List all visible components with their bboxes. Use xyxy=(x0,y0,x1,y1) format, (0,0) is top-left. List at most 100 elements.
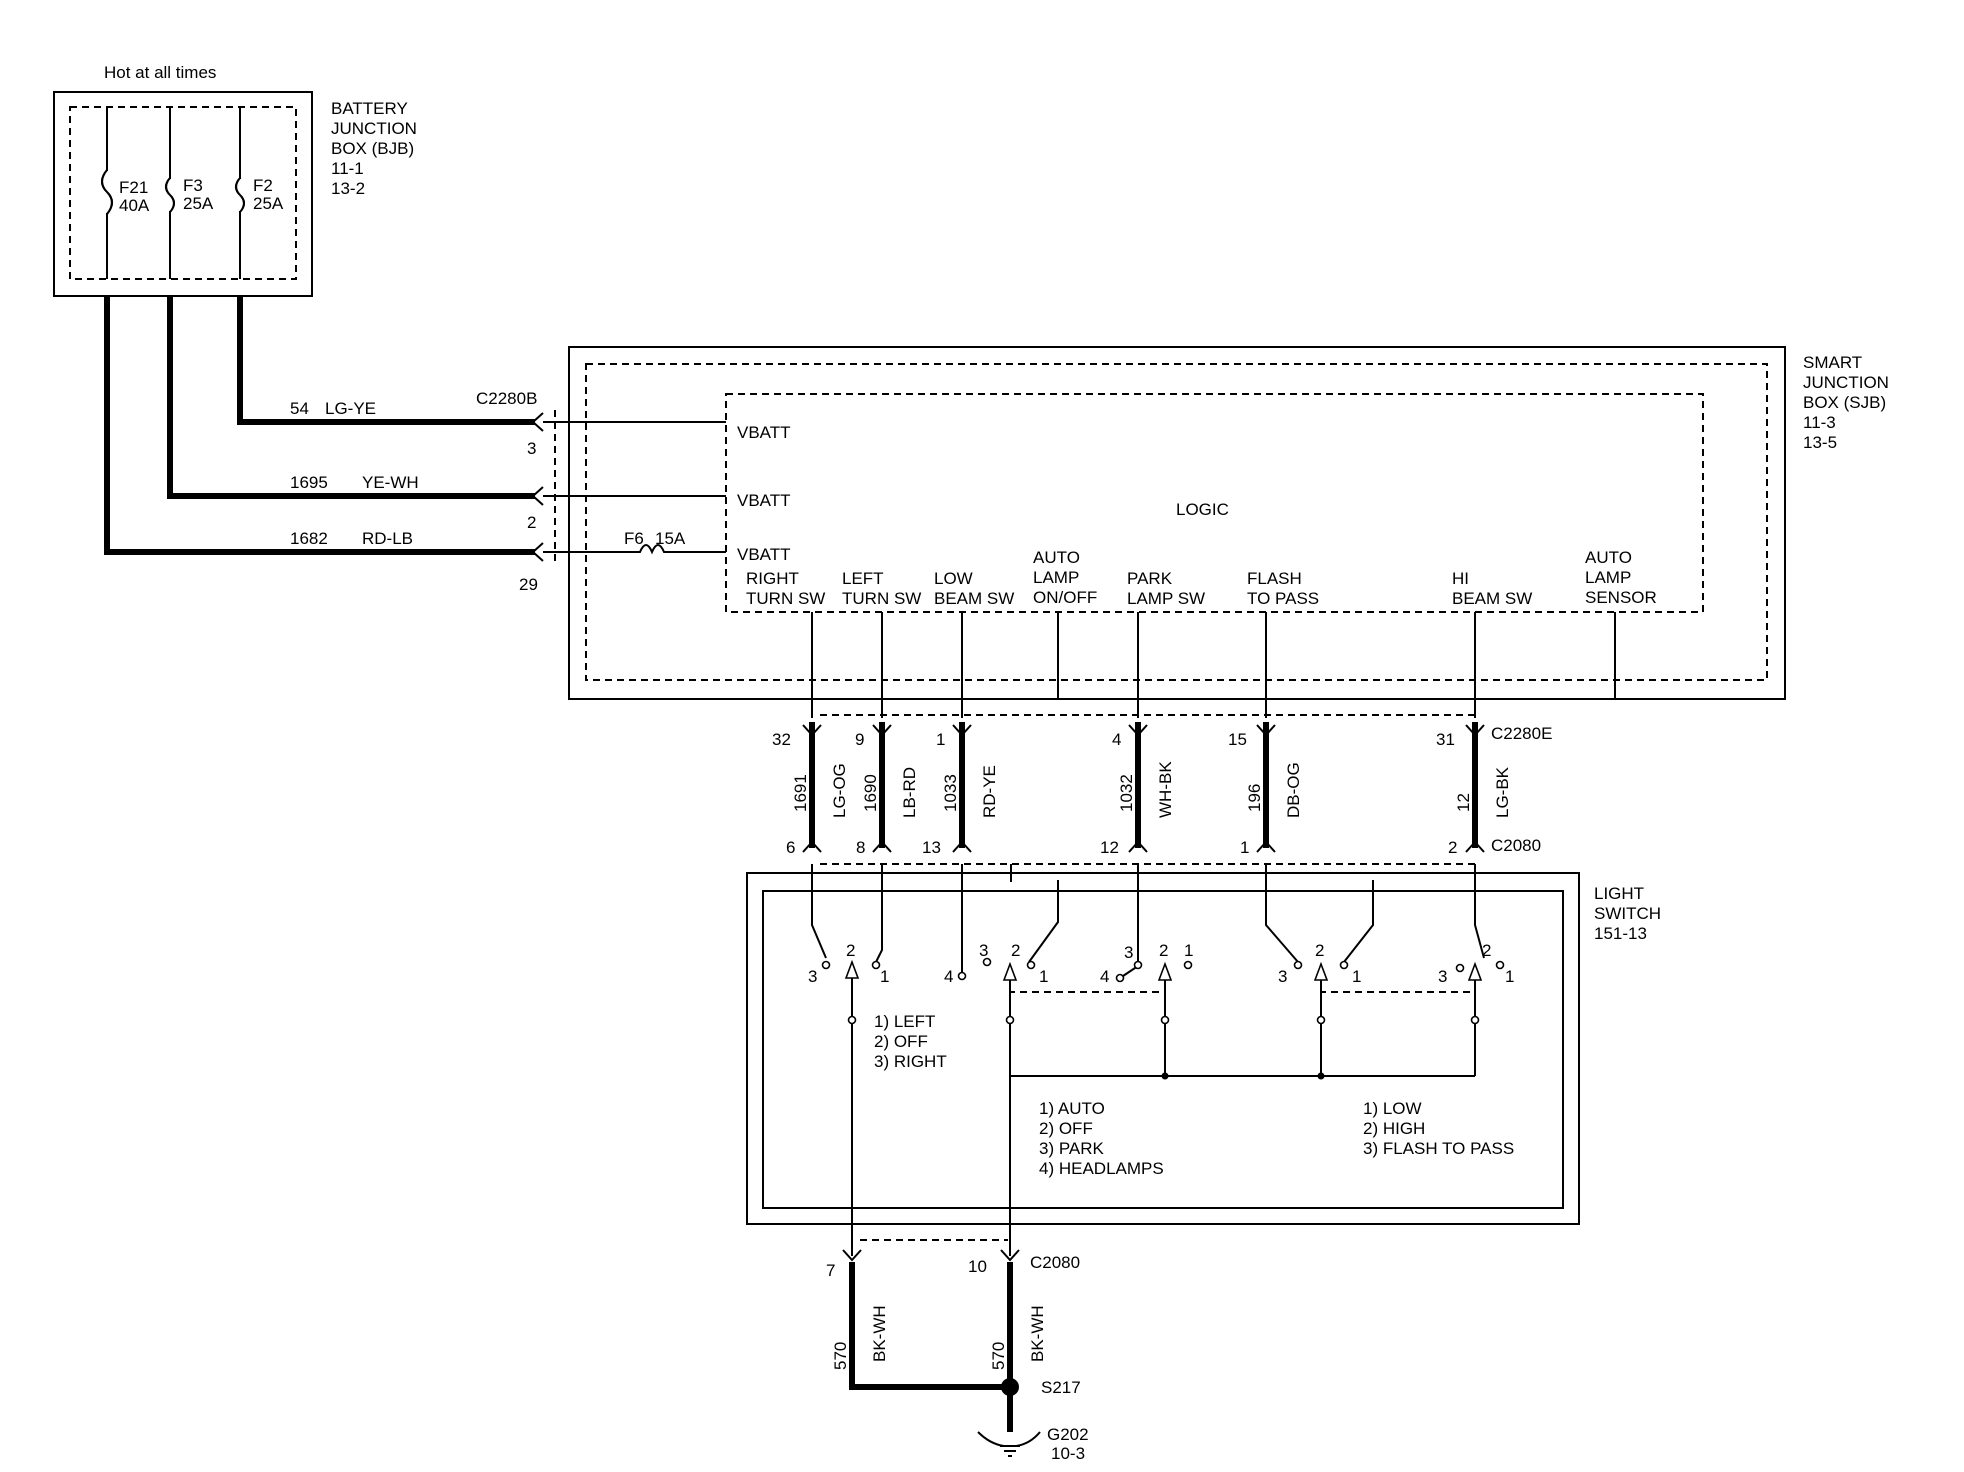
c2280b-label: C2280B xyxy=(476,389,537,408)
vbatt-3-trace xyxy=(543,544,726,555)
bjb-inner-box xyxy=(69,106,297,280)
pin-top-4: 4 xyxy=(1112,730,1121,749)
input-auto-lamp-sensor: AUTO LAMP SENSOR xyxy=(1585,548,1657,607)
turn-switch: 3 2 1 xyxy=(808,941,889,1256)
wire-54-circuit: 54 xyxy=(290,399,309,418)
wire-1033-circuit: 1033 xyxy=(941,774,960,812)
c2280e-label: C2280E xyxy=(1491,724,1552,743)
wire-1695-color: YE-WH xyxy=(362,473,419,492)
svg-text:3) RIGHT: 3) RIGHT xyxy=(874,1052,947,1071)
pin-bottom-8: 8 xyxy=(856,838,865,857)
svg-text:JUNCTION: JUNCTION xyxy=(331,119,417,138)
c2080-top-label: C2080 xyxy=(1491,836,1541,855)
wire-570-right-circuit: 570 xyxy=(989,1342,1008,1370)
wire-1032-color: WH-BK xyxy=(1156,761,1175,818)
svg-text:11-1: 11-1 xyxy=(331,159,364,178)
bjb-label: BATTERY JUNCTION BOX (BJB) 11-1 13-2 xyxy=(331,99,417,198)
harness-thick-wires xyxy=(809,722,1478,848)
svg-text:2: 2 xyxy=(846,941,855,960)
beam-switch-legend: 1) LOW 2) HIGH 3) FLASH TO PASS xyxy=(1363,1099,1514,1158)
wire-1690-circuit: 1690 xyxy=(861,774,880,812)
pin-top-9: 9 xyxy=(855,730,864,749)
svg-text:1: 1 xyxy=(1039,967,1048,986)
input-low-beam-sw: LOW BEAM SW xyxy=(934,569,1014,608)
svg-text:LEFT: LEFT xyxy=(842,569,884,588)
switch-mechanical-links xyxy=(1009,990,1476,993)
fuse-f2-label: F2 25A xyxy=(253,176,284,213)
svg-text:AUTO: AUTO xyxy=(1033,548,1080,567)
svg-text:13-5: 13-5 xyxy=(1803,433,1837,452)
wire-1682-color: RD-LB xyxy=(362,529,413,548)
svg-text:F21: F21 xyxy=(119,178,148,197)
ground-g202-label: G202 xyxy=(1047,1425,1089,1444)
wire-1033-color: RD-YE xyxy=(980,765,999,818)
pin-bottom-13: 13 xyxy=(922,838,941,857)
bjb-outer-box xyxy=(53,91,313,297)
svg-text:4: 4 xyxy=(1100,967,1109,986)
svg-text:25A: 25A xyxy=(253,194,284,213)
svg-text:1) LEFT: 1) LEFT xyxy=(874,1012,935,1031)
lamp-switch: 4 3 2 1 xyxy=(944,941,1048,1025)
input-flash-to-pass: FLASH TO PASS xyxy=(1247,569,1319,608)
svg-text:25A: 25A xyxy=(183,194,214,213)
wire-570-left xyxy=(849,1262,1010,1390)
c2080-bottom-label: C2080 xyxy=(1030,1253,1080,1272)
svg-text:HI: HI xyxy=(1452,569,1469,588)
svg-text:LAMP: LAMP xyxy=(1033,568,1079,587)
wire-1691-color: LG-OG xyxy=(830,763,849,818)
svg-text:BOX (SJB): BOX (SJB) xyxy=(1803,393,1886,412)
pin-bottom-1: 1 xyxy=(1240,838,1249,857)
wire-1695-circuit: 1695 xyxy=(290,473,328,492)
c2280b-connector xyxy=(531,410,556,565)
svg-text:F2: F2 xyxy=(253,176,273,195)
wire-1695-ye-wh xyxy=(167,296,535,499)
wire-570-right-color: BK-WH xyxy=(1028,1305,1047,1362)
svg-text:4) HEADLAMPS: 4) HEADLAMPS xyxy=(1039,1159,1164,1178)
switch-ground-bus xyxy=(1009,1024,1476,1256)
svg-text:3: 3 xyxy=(808,967,817,986)
svg-text:SENSOR: SENSOR xyxy=(1585,588,1657,607)
svg-text:TO PASS: TO PASS xyxy=(1247,589,1319,608)
svg-text:151-13: 151-13 xyxy=(1594,924,1647,943)
svg-text:3: 3 xyxy=(1278,967,1287,986)
vbatt-3-label: VBATT xyxy=(737,545,791,564)
input-park-lamp-sw: PARK LAMP SW xyxy=(1127,569,1205,608)
wire-1690-color: LB-RD xyxy=(900,767,919,818)
pin-top-15: 15 xyxy=(1228,730,1247,749)
svg-text:2: 2 xyxy=(1011,941,1020,960)
wire-1682-circuit: 1682 xyxy=(290,529,328,548)
svg-text:3) PARK: 3) PARK xyxy=(1039,1139,1105,1158)
svg-text:PARK: PARK xyxy=(1127,569,1173,588)
lamp-switch-legend: 1) AUTO 2) OFF 3) PARK 4) HEADLAMPS xyxy=(1039,1099,1164,1178)
svg-text:2) HIGH: 2) HIGH xyxy=(1363,1119,1425,1138)
c2280b-pin-2: 2 xyxy=(527,513,536,532)
splice-s217-dot xyxy=(1001,1378,1019,1396)
svg-text:TURN SW: TURN SW xyxy=(842,589,921,608)
c2280e-chevrons xyxy=(802,724,1485,737)
wire-12-circuit: 12 xyxy=(1454,793,1473,812)
svg-text:4: 4 xyxy=(944,967,953,986)
light-switch-label: LIGHT SWITCH 151-13 xyxy=(1594,884,1661,943)
svg-text:F3: F3 xyxy=(183,176,203,195)
c2280b-pin-3: 3 xyxy=(527,439,536,458)
hi-beam-switch: 3 2 1 xyxy=(1438,941,1514,1025)
input-hi-beam-sw: HI BEAM SW xyxy=(1452,569,1532,608)
pin-top-32: 32 xyxy=(772,730,791,749)
svg-text:3) FLASH TO PASS: 3) FLASH TO PASS xyxy=(1363,1139,1514,1158)
svg-text:ON/OFF: ON/OFF xyxy=(1033,588,1097,607)
svg-text:2: 2 xyxy=(1159,941,1168,960)
wire-196-color: DB-OG xyxy=(1284,762,1303,818)
splice-s217-label: S217 xyxy=(1041,1378,1081,1397)
sjb-label: SMART JUNCTION BOX (SJB) 11-3 13-5 xyxy=(1803,353,1889,452)
fuse-f21-label: F21 40A xyxy=(119,178,150,215)
svg-text:3: 3 xyxy=(1438,967,1447,986)
svg-text:SWITCH: SWITCH xyxy=(1594,904,1661,923)
wire-12-color: LG-BK xyxy=(1493,766,1512,818)
fuse-f6-name: F6 xyxy=(624,529,644,548)
park-switch: 4 3 2 1 xyxy=(1100,941,1193,1025)
svg-text:2) OFF: 2) OFF xyxy=(1039,1119,1093,1138)
c2080-top-chevrons xyxy=(802,840,1485,853)
wire-570-left-circuit: 570 xyxy=(831,1342,850,1370)
pin-top-31: 31 xyxy=(1436,730,1455,749)
input-left-turn-sw: LEFT TURN SW xyxy=(842,569,921,608)
